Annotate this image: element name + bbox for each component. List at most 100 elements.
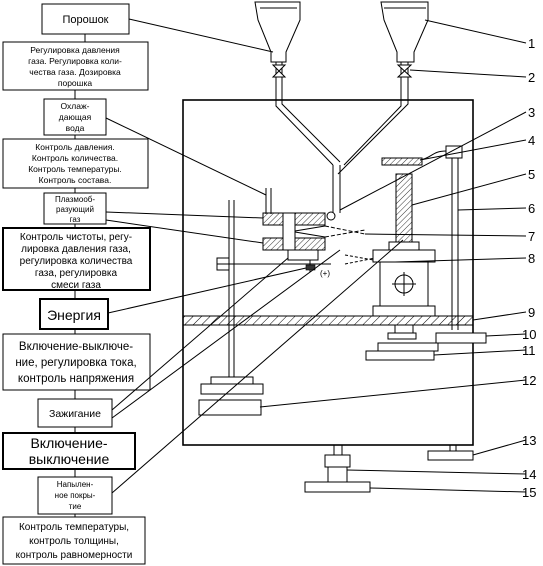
ignition-block: Зажигание Включение- выключение: [2, 390, 136, 470]
coating-desc-line-2: контроль толщины,: [29, 536, 119, 547]
motor-11: [365, 350, 435, 361]
y-feed-tube: [275, 100, 409, 213]
substrate-stack: [372, 173, 436, 340]
plasma-gas-block: Плазмооб- разующий газ Контроль чистоты,…: [2, 188, 151, 291]
leader-gas-top: [105, 211, 264, 219]
exhaust-pump: [304, 481, 371, 493]
callout-12: 12: [522, 373, 536, 388]
y-tube-left-inner: [281, 100, 341, 163]
callout-leader-10: [485, 333, 527, 337]
callout-6: 6: [528, 201, 535, 216]
nozzle-taper-top: [294, 225, 326, 232]
energy-desc-line-2: ние, регулировка тока,: [15, 357, 136, 369]
jet-lower: [324, 229, 366, 238]
coating-title-line-3: тие: [69, 502, 82, 511]
callout-leader-12: [259, 379, 527, 408]
torch-nozzle-bottom: [294, 237, 326, 251]
callout-9: 9: [528, 305, 535, 320]
powder-desc-line-4: порошка: [58, 78, 93, 88]
callout-7: 7: [528, 229, 535, 244]
energy-title-box: [39, 298, 109, 330]
water-desc-line-1: Контроль давления.: [35, 142, 114, 152]
hopper-right: [380, 1, 429, 63]
exhaust-assembly: [304, 445, 474, 493]
callout-5: 5: [528, 167, 535, 182]
hopper-left: [254, 1, 301, 63]
torch-base: [287, 249, 319, 261]
callout-leader-2: [409, 69, 527, 78]
energy-desc-line-1: Включение-выключе-: [19, 341, 133, 353]
jet-spray-b: [344, 255, 386, 265]
coating-desc-line-1: Контроль температуры,: [19, 522, 129, 533]
gas-desc-line-3: регулировка количества: [20, 256, 133, 267]
water-title-line-1: Охлаж-: [61, 101, 90, 111]
torch-stand: [198, 200, 331, 416]
powder-title-box: [41, 3, 130, 35]
callout-leader-8: [394, 257, 527, 263]
gas-title-line-3: газ: [70, 215, 81, 224]
ignition-desc-line-1: Включение-: [30, 435, 107, 451]
callout-leader-1: [424, 19, 527, 44]
torch-body-bottom: [262, 237, 284, 251]
stand-foot-base: [198, 399, 262, 416]
water-desc-line-4: Контроль состава.: [39, 175, 112, 185]
post-cap: [445, 145, 463, 159]
top-clamp-plate: [381, 157, 423, 166]
ignition-desc-line-2: выключение: [29, 451, 110, 467]
leader-gas-bottom: [105, 219, 264, 244]
callout-11: 11: [522, 343, 536, 358]
powder-title: Порошок: [62, 14, 108, 26]
powder-injector: [326, 211, 336, 221]
callout-leader-7: [364, 233, 527, 237]
gas-desc-line-1: Контроль чистоты, регу-: [20, 232, 132, 243]
valve-right: [396, 64, 413, 78]
exhaust-flange: [324, 454, 351, 468]
torch-cathode-holder: [282, 212, 296, 251]
exhaust-valve: [327, 466, 348, 483]
coating-title-line-2: ное покры-: [55, 491, 96, 500]
gas-desc-box: [2, 227, 151, 291]
water-title-line-3: вода: [66, 123, 85, 133]
leader-coating: [111, 239, 404, 494]
callout-13: 13: [522, 433, 536, 448]
callout-leaders: [259, 19, 527, 493]
energy-title: Энергия: [47, 307, 101, 323]
powder-desc-box: [2, 41, 149, 91]
leader-ignition-b: [111, 249, 341, 419]
water-title-box: [43, 98, 107, 136]
jet-upper: [324, 225, 366, 235]
y-tube-left-outer: [275, 100, 334, 166]
coating-title-line-1: Напылен-: [57, 480, 94, 489]
gear-11: [377, 342, 439, 352]
water-desc-line-2: Контроль количества.: [32, 153, 118, 163]
jet-spray-a: [344, 254, 386, 263]
energy-desc-line-3: контроль напряжения: [18, 373, 134, 385]
callout-leader-3: [339, 111, 527, 211]
plasma-jet: [324, 225, 386, 265]
callout-leader-4: [419, 139, 527, 161]
callout-leader-14: [346, 469, 527, 475]
spray-chamber: [182, 99, 474, 446]
coating-desc-box: [2, 516, 146, 565]
motor-10: [435, 332, 487, 344]
substrate-column: [395, 173, 413, 243]
ignition-desc-box: [2, 432, 136, 470]
callout-leader-9: [472, 311, 527, 321]
gas-desc-line-2: лировка давления газа,: [21, 244, 131, 255]
anode-terminal: [305, 264, 316, 271]
stand-foot-top: [210, 376, 254, 385]
callout-15: 15: [522, 485, 536, 500]
powder-hoppers: [254, 1, 429, 100]
gas-desc-line-4: газа, регулировка: [35, 268, 118, 279]
gas-title-line-1: Плазмооб-: [55, 195, 95, 204]
leader-lines: [105, 18, 404, 494]
base-plate: [182, 315, 474, 326]
powder-desc-line-2: газа. Регулировка коли-: [28, 56, 122, 66]
callout-leader-13: [472, 439, 527, 456]
callout-leader-15: [369, 487, 527, 493]
coating-desc-line-3: контроль равномерности: [16, 550, 133, 561]
torch-body-top: [262, 212, 284, 226]
callout-3: 3: [528, 105, 535, 120]
callout-numbers: 1 2 3 4 5 6 7 8 9 10 11 12 13 14 15: [522, 36, 536, 500]
cooling-water-block: Охлаж- дающая вода Контроль давления. Ко…: [2, 90, 149, 189]
